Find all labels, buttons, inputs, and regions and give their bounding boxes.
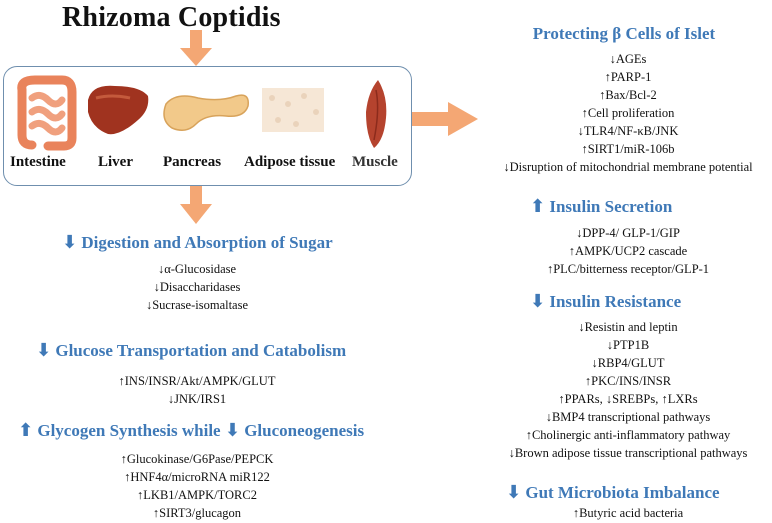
liver-icon [88, 85, 149, 135]
list-item: ↓Resistin and leptin [578, 320, 678, 334]
list-insulin-resistance: ↓Resistin and leptin ↓PTP1B ↓RBP4/GLUT ↑… [486, 318, 770, 462]
list-item: ↓JNK/IRS1 [167, 392, 227, 406]
list-item: ↓Sucrase-isomaltase [145, 298, 249, 312]
list-item: ↓RBP4/GLUT [591, 356, 665, 370]
heading-glycogen: ⬆ Glycogen Synthesis while ⬇ Gluconeogen… [18, 420, 365, 441]
list-item: ↑INS/INSR/Akt/AMPK/GLUT [118, 374, 276, 388]
list-item: ↑SIRT1/miR-106b [581, 142, 675, 156]
box-right-arrow [412, 102, 478, 136]
down-arrow-icon: ⬇ [506, 482, 522, 503]
up-arrow-icon: ⬆ [530, 196, 546, 217]
heading-gut-microbiota: ⬇ Gut Microbiota Imbalance [506, 482, 720, 503]
list-item: ↓BMP4 transcriptional pathways [545, 410, 711, 424]
list-item: ↑SIRT3/glucagon [152, 506, 242, 520]
list-item: ↑LKB1/AMPK/TORC2 [137, 488, 257, 502]
list-glucose-transport: ↑INS/INSR/Akt/AMPK/GLUT ↓JNK/IRS1 [62, 372, 332, 408]
organ-label-adipose-tissue: Adipose tissue [244, 154, 336, 170]
diagram-title: Rhizoma Coptidis [62, 2, 281, 33]
list-protecting-beta-cells: ↓AGEs ↑PARP-1 ↑Bax/Bcl-2 ↑Cell prolifera… [486, 50, 770, 176]
down-arrow-icon: ⬇ [224, 420, 240, 441]
list-item: ↓DPP-4/ GLP-1/GIP [576, 226, 680, 240]
list-item: ↓PTP1B [606, 338, 650, 352]
organ-label-pancreas: Pancreas [163, 154, 222, 170]
list-item: ↓α-Glucosidase [157, 262, 237, 276]
muscle-icon [366, 80, 387, 148]
box-down-arrow [180, 186, 212, 224]
heading-glucose-transport: ⬇ Glucose Transportation and Catabolism [36, 340, 347, 361]
list-insulin-secretion: ↓DPP-4/ GLP-1/GIP ↑AMPK/UCP2 cascade ↑PL… [486, 224, 770, 278]
list-item: ↓Brown adipose tissue transcriptional pa… [508, 446, 748, 460]
list-digestion: ↓α-Glucosidase ↓Disaccharidases ↓Sucrase… [62, 260, 332, 314]
list-gut-microbiota: ↑Butyric acid bacteria [486, 504, 770, 522]
adipose-tissue-icon [262, 88, 324, 132]
organ-label-muscle: Muscle [352, 154, 398, 170]
list-item: ↑Glucokinase/G6Pase/PEPCK [120, 452, 274, 466]
list-item: ↑Bax/Bcl-2 [599, 88, 657, 102]
list-item: ↑PARP-1 [604, 70, 652, 84]
intestine-icon [17, 75, 77, 151]
list-item: ↑AMPK/UCP2 cascade [568, 244, 688, 258]
down-arrow-icon: ⬇ [530, 291, 546, 312]
down-arrow-icon: ⬇ [36, 340, 52, 361]
list-item: ↑Cell proliferation [581, 106, 675, 120]
down-arrow-icon: ⬇ [62, 232, 78, 253]
list-item: ↑HNF4α/microRNA miR122 [124, 470, 270, 484]
list-item: ↑PPARs, ↓SREBPs, ↑LXRs [558, 392, 698, 406]
list-item: ↓Disaccharidases [153, 280, 241, 294]
list-item: ↓AGEs [609, 52, 647, 66]
list-item: ↑PKC/INS/INSR [584, 374, 672, 388]
list-item: ↓TLR4/NF-κB/JNK [577, 124, 679, 138]
list-item: ↑Butyric acid bacteria [572, 506, 684, 520]
organ-label-intestine: Intestine [10, 154, 66, 170]
organ-box [3, 66, 412, 186]
list-item: ↑Cholinergic anti-inflammatory pathway [525, 428, 731, 442]
heading-insulin-resistance: ⬇ Insulin Resistance [530, 291, 682, 312]
title-down-arrow [180, 30, 212, 66]
heading-digestion: ⬇ Digestion and Absorption of Sugar [62, 232, 333, 253]
up-arrow-icon: ⬆ [18, 420, 34, 441]
organ-label-liver: Liver [98, 154, 133, 170]
list-item: ↓Disruption of mitochondrial membrane po… [503, 160, 753, 174]
list-glycogen: ↑Glucokinase/G6Pase/PEPCK ↑HNF4α/microRN… [62, 450, 332, 522]
pancreas-icon [163, 94, 249, 131]
list-item: ↑PLC/bitterness receptor/GLP-1 [546, 262, 710, 276]
heading-insulin-secretion: ⬆ Insulin Secretion [530, 196, 673, 217]
heading-protecting-beta-cells: Protecting β Cells of Islet [532, 24, 716, 43]
